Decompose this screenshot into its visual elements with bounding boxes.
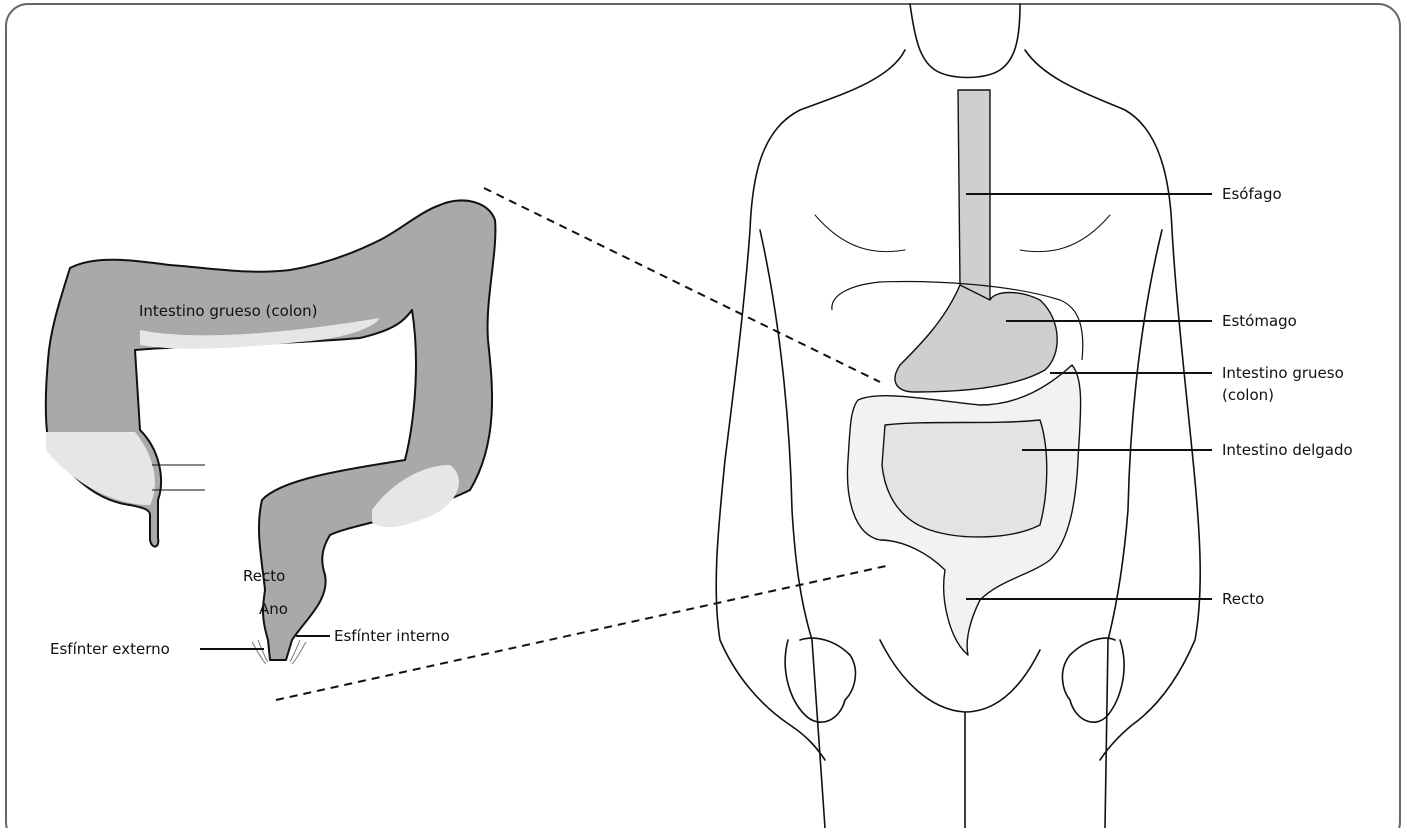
- small-intestine-label: Intestino delgado: [1222, 441, 1353, 459]
- internal-sphincter-label: Esfínter interno: [334, 627, 450, 645]
- diagram-frame: [6, 4, 1400, 828]
- esophagus-label: Esófago: [1222, 185, 1282, 203]
- external-sphincter-label: Esfínter externo: [50, 640, 170, 658]
- rectum-detail-label: Recto: [243, 567, 285, 585]
- colon-label: Intestino grueso (colon): [139, 302, 318, 320]
- anus-label: Ano: [259, 600, 288, 618]
- large-intestine-label-line1: Intestino grueso: [1222, 364, 1344, 382]
- large-intestine-label-line2: (colon): [1222, 386, 1274, 404]
- rectum-body-label: Recto: [1222, 590, 1264, 608]
- stomach-label: Estómago: [1222, 312, 1297, 330]
